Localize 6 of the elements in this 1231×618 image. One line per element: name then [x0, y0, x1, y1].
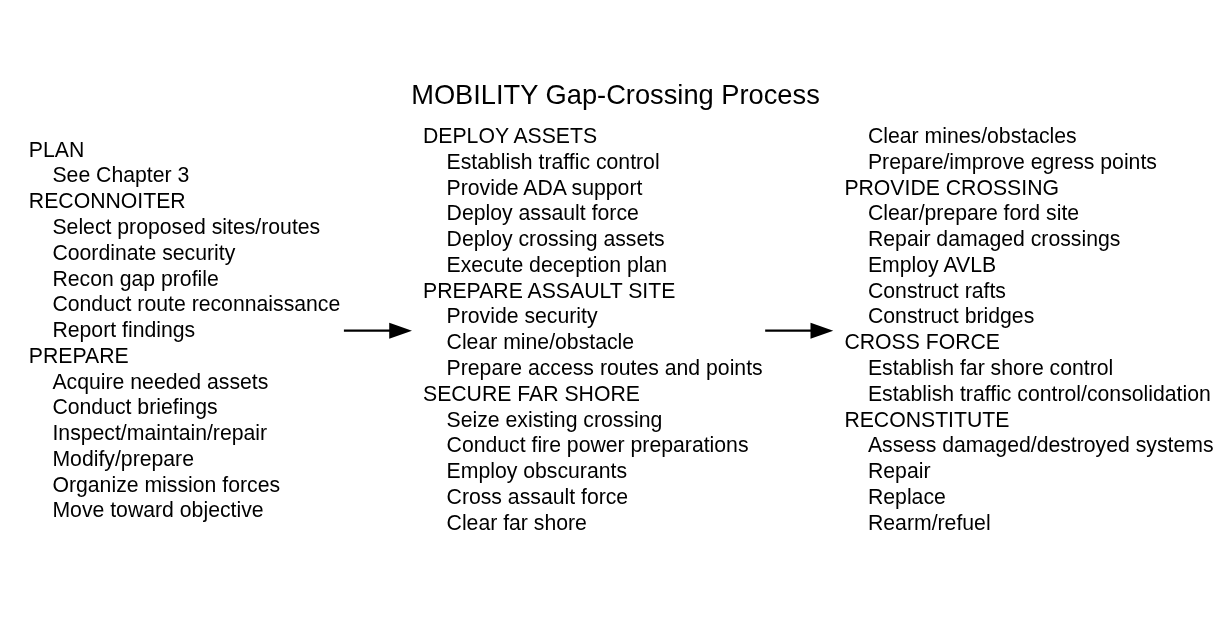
- node-text: DEPLOY ASSETS Establish traffic control Provide ADA support Deploy assault force Deploy crossing assets Execute deception plan PREPARE ASSAULT SITE Provide security Clear mine/obstacle Prepare access routes and points SECURE FAR SHORE Seize existing crossing Conduct fire power preparations Employ obscurants Cross assault force Clear far shore: [422, 123, 763, 534]
- node-text: PLAN See Chapter 3 RECONNOITER Select proposed sites/routes Coordinate security Recon gap profile Conduct route reconnaissance Report findings PREPARE Acquire needed assets Conduct briefings Inspect/maintain/repair Modify/prepare Organize mission forces Move toward objective: [28, 137, 341, 521]
- arrow: [765, 322, 834, 339]
- arrow: [343, 322, 412, 339]
- node-text: Clear mines/obstacles Prepare/improve egress points PROVIDE CROSSING Clear/prepare ford site Repair damaged crossings Employ AVLB Construct rafts Construct bridges CROSS FORCE Establish far shore control Establish traffic control/consolidation RECONSTITUTE Assess damaged/destroyed systems Repair Replace Rearm/refuel: [844, 123, 1214, 534]
- diagram-title: MOBILITY Gap-Crossing Process: [411, 78, 820, 110]
